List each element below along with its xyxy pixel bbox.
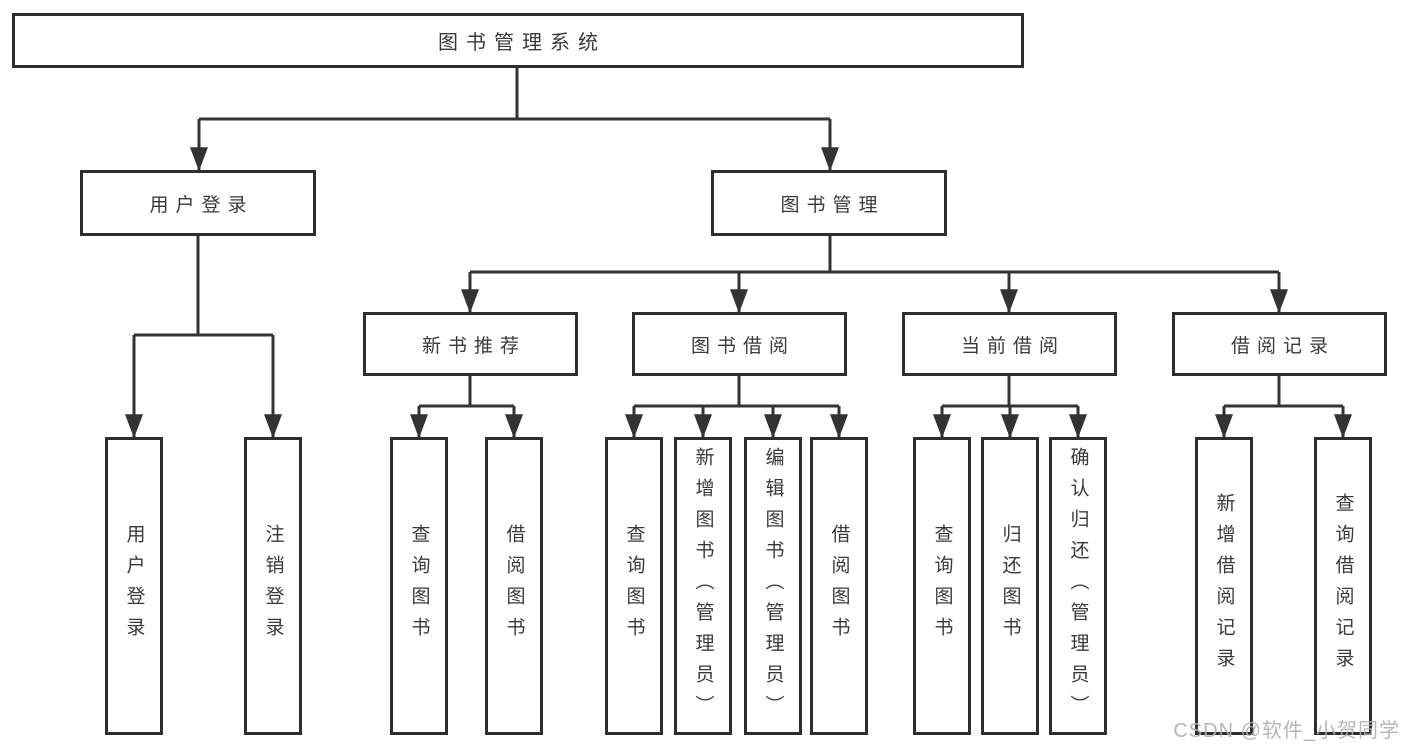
leaf-recommend-query-books: 查询图书 (390, 437, 448, 735)
leaf-logout: 注销登录 (244, 437, 302, 735)
leaf-records-add-record: 新增借阅记录 (1195, 437, 1253, 735)
node-book-borrowing: 图书借阅 (632, 312, 847, 376)
leaf-current-query-books: 查询图书 (913, 437, 971, 735)
node-user-login-branch: 用户登录 (80, 170, 316, 236)
node-current-borrowing: 当前借阅 (902, 312, 1117, 376)
node-root-system: 图书管理系统 (12, 13, 1024, 68)
leaf-borrowing-query-books: 查询图书 (605, 437, 663, 735)
node-new-book-recommend: 新书推荐 (363, 312, 578, 376)
node-borrowing-records: 借阅记录 (1172, 312, 1387, 376)
leaf-user-login: 用户登录 (105, 437, 163, 735)
leaf-current-return-books: 归还图书 (981, 437, 1039, 735)
leaf-recommend-borrow-books: 借阅图书 (485, 437, 543, 735)
leaf-records-query-record: 查询借阅记录 (1314, 437, 1372, 735)
csdn-watermark: CSDN @软件_小贺同学 (1173, 720, 1400, 742)
leaf-borrowing-add-books-admin: 新增图书（管理员） (674, 437, 732, 735)
node-book-management-branch: 图书管理 (711, 170, 947, 236)
leaf-borrowing-edit-books-admin: 编辑图书（管理员） (744, 437, 802, 735)
leaf-borrowing-borrow-books: 借阅图书 (810, 437, 868, 735)
leaf-current-confirm-return-admin: 确认归还（管理员） (1049, 437, 1107, 735)
